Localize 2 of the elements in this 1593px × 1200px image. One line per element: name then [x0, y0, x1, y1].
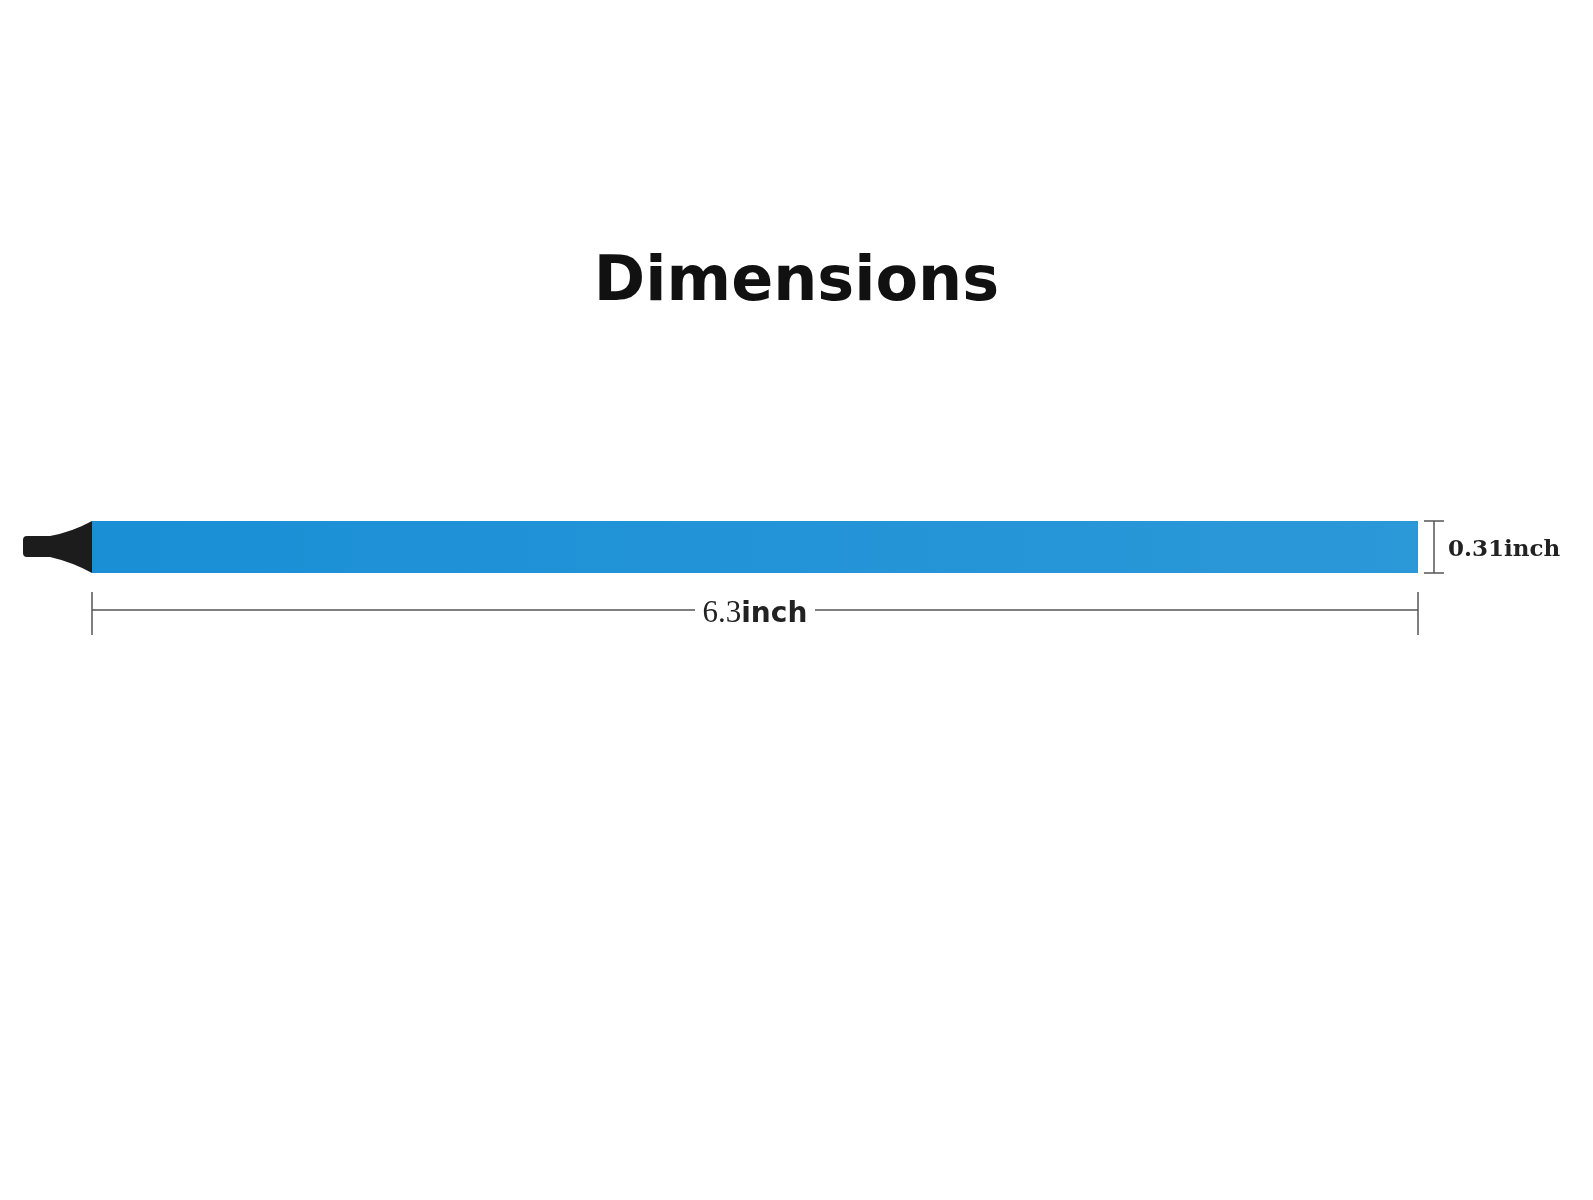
title: Dimensions	[592, 248, 1001, 310]
dimension-label: 0.31inch	[1448, 536, 1561, 559]
